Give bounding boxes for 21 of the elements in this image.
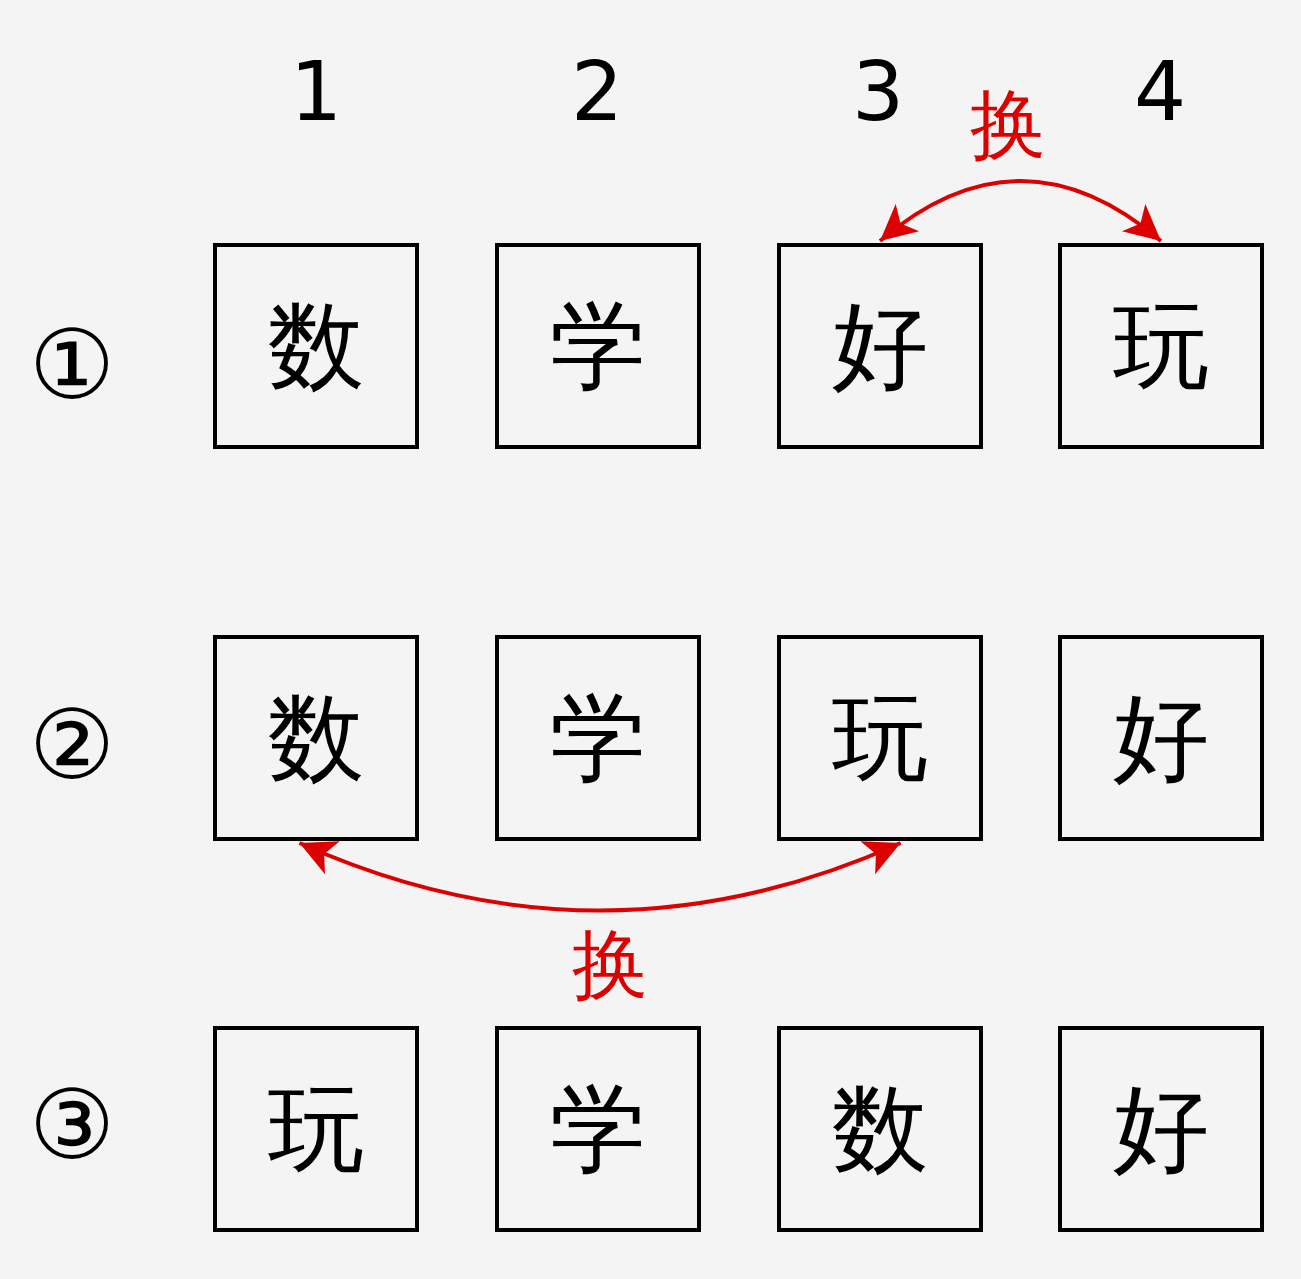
- character-box: 学: [495, 1026, 701, 1232]
- column-number: 2: [570, 51, 624, 133]
- character-box: 玩: [1058, 243, 1264, 449]
- character-box: 好: [777, 243, 983, 449]
- character-box: 数: [213, 243, 419, 449]
- character-box: 数: [777, 1026, 983, 1232]
- character-box: 好: [1058, 635, 1264, 841]
- double-arrow: [298, 840, 902, 913]
- column-number: 3: [851, 51, 905, 133]
- character-box: 玩: [777, 635, 983, 841]
- character-box: 学: [495, 635, 701, 841]
- double-arrow: [878, 179, 1163, 243]
- character-box: 学: [495, 243, 701, 449]
- step-number: ②: [29, 697, 115, 793]
- character-box: 好: [1058, 1026, 1264, 1232]
- column-number: 1: [289, 51, 343, 133]
- character-box: 玩: [213, 1026, 419, 1232]
- step-number: ③: [29, 1077, 115, 1173]
- column-number: 4: [1133, 51, 1187, 133]
- character-box: 数: [213, 635, 419, 841]
- step-number: ①: [29, 317, 115, 413]
